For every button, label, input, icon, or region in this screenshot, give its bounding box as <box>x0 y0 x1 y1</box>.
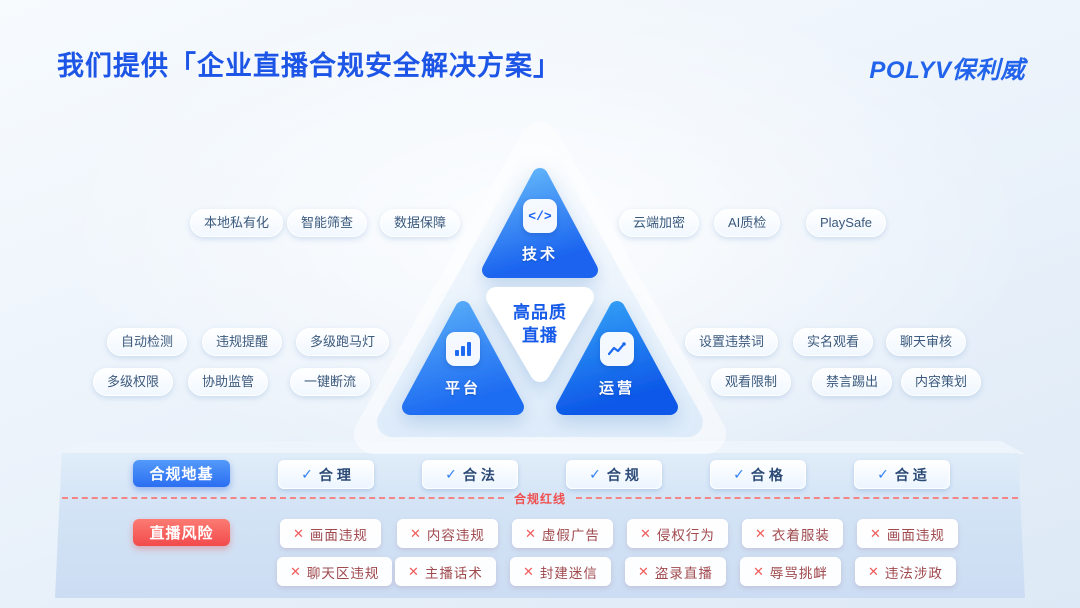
risk-item-label: 聊天区违规 <box>306 565 380 581</box>
capability-tag: PlaySafe <box>806 209 887 237</box>
cross-icon: ✕ <box>525 525 536 541</box>
risk-pill: ✕ 聊天区违规 <box>277 557 393 586</box>
foundation-badge: 合规地基 <box>133 460 230 487</box>
risk-item-label: 虚假广告 <box>541 527 600 543</box>
check-icon: ✓ <box>877 466 889 482</box>
foundation-check-pill: ✓ 合格 <box>710 460 806 489</box>
risk-pill: ✕ 衣着服装 <box>742 519 843 548</box>
capability-tag: 多级权限 <box>93 368 174 396</box>
capability-tag: AI质检 <box>714 209 781 237</box>
check-icon: ✓ <box>301 466 313 482</box>
capability-tag: 实名观看 <box>793 328 874 356</box>
capability-tag: 自动检测 <box>107 328 188 356</box>
foundation-item-label: 合格 <box>750 466 787 483</box>
risk-item-label: 封建迷信 <box>539 565 598 581</box>
cross-icon: ✕ <box>523 563 534 579</box>
foundation-check-pill: ✓ 合规 <box>566 460 662 489</box>
capability-tag: 本地私有化 <box>190 209 284 237</box>
risk-item-label: 侵权行为 <box>656 527 715 543</box>
bar-chart-icon <box>446 332 480 366</box>
page-title: 我们提供「企业直播合规安全解决方案」 <box>57 51 561 81</box>
risk-pill: ✕ 虚假广告 <box>512 519 613 548</box>
foundation-check-pill: ✓ 合理 <box>278 460 374 489</box>
check-icon: ✓ <box>445 466 457 482</box>
capability-tag: 数据保障 <box>380 209 461 237</box>
cross-icon: ✕ <box>868 563 879 579</box>
risk-item-label: 盗录直播 <box>654 565 713 581</box>
foundation-check-pill: ✓ 合法 <box>422 460 518 489</box>
trend-icon <box>600 332 634 366</box>
platform-label: 平台 <box>444 380 481 397</box>
capability-tag: 多级跑马灯 <box>296 328 390 356</box>
risk-pill: ✕ 主播话术 <box>395 557 496 586</box>
cross-icon: ✕ <box>640 525 651 541</box>
cross-icon: ✕ <box>290 563 301 579</box>
center-title-line2: 直播 <box>522 326 558 345</box>
cross-icon: ✕ <box>870 525 881 541</box>
capability-tag: 云端加密 <box>619 209 700 237</box>
center-title-line1: 高品质 <box>513 303 567 322</box>
risk-item-label: 违法涉政 <box>884 565 943 581</box>
capability-tag: 违规提醒 <box>202 328 283 356</box>
risk-pill: ✕ 画面违规 <box>857 519 958 548</box>
risk-item-label: 画面违规 <box>309 527 368 543</box>
capability-tag: 智能筛查 <box>287 209 368 237</box>
redline-dash-left <box>62 497 504 499</box>
center-diamond <box>486 287 594 382</box>
foundation-item-label: 合规 <box>606 466 643 483</box>
redline-dash-right <box>576 497 1019 499</box>
risk-pill: ✕ 违法涉政 <box>855 557 956 586</box>
tech-label: 技术 <box>521 246 558 263</box>
capability-tag: 内容策划 <box>901 368 982 396</box>
risk-badge: 直播风险 <box>133 519 230 546</box>
redline-label: 合规红线 <box>514 491 567 506</box>
risk-pill: ✕ 封建迷信 <box>510 557 611 586</box>
capability-tag: 聊天审核 <box>886 328 967 356</box>
cross-icon: ✕ <box>410 525 421 541</box>
capability-tag: 禁言踢出 <box>812 368 893 396</box>
check-icon: ✓ <box>589 466 601 482</box>
operation-label: 运营 <box>598 380 635 397</box>
risk-item-label: 内容违规 <box>426 527 485 543</box>
foundation-check-pill: ✓ 合适 <box>854 460 950 489</box>
cross-icon: ✕ <box>293 525 304 541</box>
risk-pill: ✕ 辱骂挑衅 <box>740 557 841 586</box>
foundation-item-label: 合适 <box>894 466 931 483</box>
risk-item-label: 主播话术 <box>424 565 483 581</box>
compliance-redline: 合规红线 <box>62 491 1019 506</box>
cross-icon: ✕ <box>408 563 419 579</box>
capability-tag: 协助监管 <box>188 368 269 396</box>
code-icon: </> <box>523 199 557 233</box>
center-title: 高品质 直播 <box>488 301 592 347</box>
brand-logo: POLYV保利威 <box>869 57 1025 84</box>
risk-item-label: 辱骂挑衅 <box>769 565 828 581</box>
risk-pill: ✕ 盗录直播 <box>625 557 726 586</box>
cross-icon: ✕ <box>753 563 764 579</box>
risk-pill: ✕ 内容违规 <box>397 519 498 548</box>
risk-pill: ✕ 侵权行为 <box>627 519 728 548</box>
risk-pill: ✕ 画面违规 <box>280 519 381 548</box>
risk-item-label: 画面违规 <box>886 527 945 543</box>
cross-icon: ✕ <box>638 563 649 579</box>
check-icon: ✓ <box>733 466 745 482</box>
foundation-item-label: 合法 <box>462 466 499 483</box>
capability-tag: 一键断流 <box>290 368 371 396</box>
cross-icon: ✕ <box>755 525 766 541</box>
capability-tag: 设置违禁词 <box>685 328 779 356</box>
capability-tag: 观看限制 <box>711 368 792 396</box>
foundation-item-label: 合理 <box>318 466 355 483</box>
risk-item-label: 衣着服装 <box>771 527 830 543</box>
